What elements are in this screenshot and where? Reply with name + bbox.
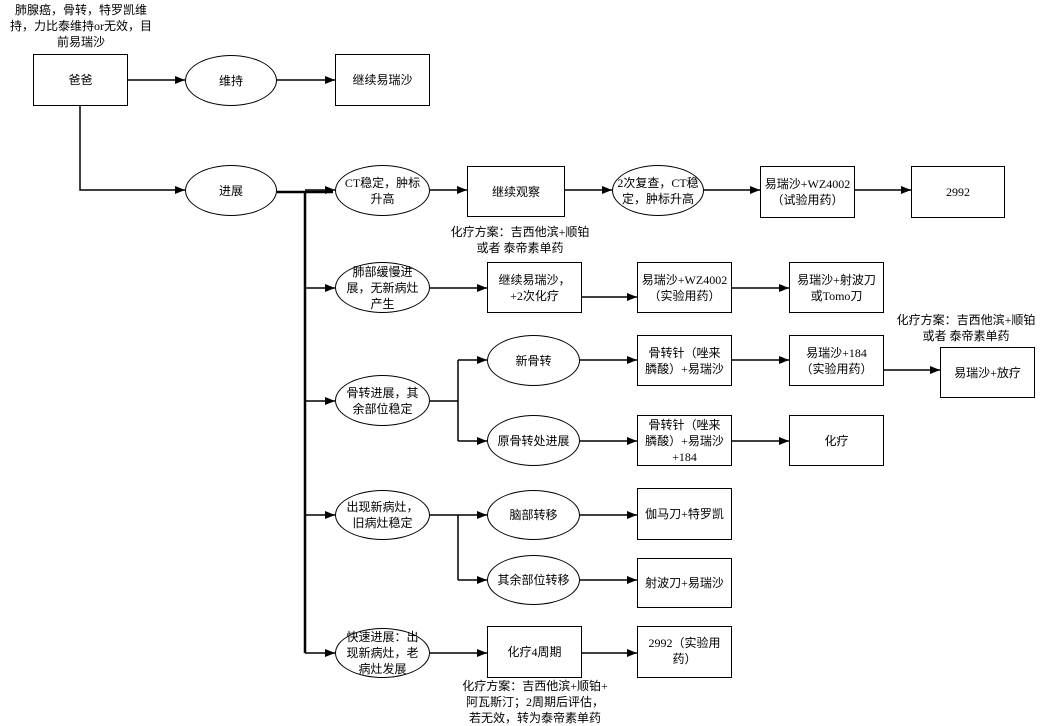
arrow-root-progress: [79, 106, 185, 194]
node-new-bone[interactable]: 新骨转: [487, 335, 580, 386]
diagnosis-note: 肺腺癌，骨转，特罗凯维 持，力比泰维持or无效，目 前易瑞沙: [10, 3, 152, 49]
branch-bone: [430, 360, 459, 441]
node-cyber-yrs[interactable]: 射波刀+易瑞沙: [637, 558, 732, 608]
node-bone-needle[interactable]: 骨转针（唑来 膦酸）+易瑞沙: [637, 335, 732, 386]
node-maintain[interactable]: 维持: [185, 55, 277, 106]
node-chemo4[interactable]: 化疗4周期: [487, 626, 582, 678]
node-yrs-wz-trial[interactable]: 易瑞沙+WZ4002 （试验用药）: [760, 166, 855, 218]
node-gamma[interactable]: 伽马刀+特罗凯: [637, 488, 732, 540]
node-observe[interactable]: 继续观察: [467, 166, 565, 217]
node-yrs-184[interactable]: 易瑞沙+184 （实验用药）: [789, 335, 884, 386]
node-yrs-wz-exp[interactable]: 易瑞沙+WZ4002 （实验用药）: [637, 262, 732, 313]
node-lung-slow[interactable]: 肺部缓慢进 展，无新病灶 产生: [335, 262, 430, 313]
chemo-plan-note-2: 化疗方案：吉西他滨+顺铂 或者 泰帝素单药: [896, 313, 1036, 343]
node-bone-needle-184[interactable]: 骨转针（唑来 膦酸）+易瑞沙 +184: [637, 415, 732, 466]
node-brain[interactable]: 脑部转移: [487, 490, 580, 540]
node-2992-exp[interactable]: 2992（实验用 药）: [637, 626, 732, 678]
node-bone-progress[interactable]: 骨转进展，其 余部位稳定: [335, 375, 430, 426]
node-progress[interactable]: 进展: [185, 165, 277, 216]
node-orig-bone[interactable]: 原骨转处进展: [487, 415, 580, 466]
node-recheck[interactable]: 2次复查，CT稳 定，肿标升高: [612, 165, 704, 216]
node-yrs-radio[interactable]: 易瑞沙+放疗: [940, 347, 1035, 398]
node-continue-yiruisha[interactable]: 继续易瑞沙: [335, 54, 430, 106]
trunk-line: [277, 190, 333, 653]
node-root[interactable]: 爸爸: [33, 54, 128, 106]
node-chemo[interactable]: 化疗: [789, 415, 884, 466]
node-yrs-cyberknife[interactable]: 易瑞沙+射波刀 或Tomo刀: [789, 262, 884, 313]
node-2992[interactable]: 2992: [911, 166, 1005, 218]
node-yrs-chemo[interactable]: 继续易瑞沙， +2次化疗: [487, 262, 582, 313]
branch-newlesion: [430, 514, 459, 580]
node-rapid[interactable]: 快速进展：出 现新病灶，老 病灶发展: [335, 628, 430, 678]
chemo-plan-note-3: 化疗方案：吉西他滨+顺铂+ 阿瓦斯汀；2周期后评估， 若无效，转为泰帝素单药: [462, 679, 608, 725]
node-other-sites[interactable]: 其余部位转移: [487, 555, 580, 605]
node-new-lesion[interactable]: 出现新病灶， 旧病灶稳定: [335, 490, 430, 540]
node-ct-stable[interactable]: CT稳定，肿标 升高: [335, 165, 430, 216]
chemo-plan-note-1: 化疗方案：吉西他滨+顺铂 或者 泰帝素单药: [450, 225, 590, 255]
